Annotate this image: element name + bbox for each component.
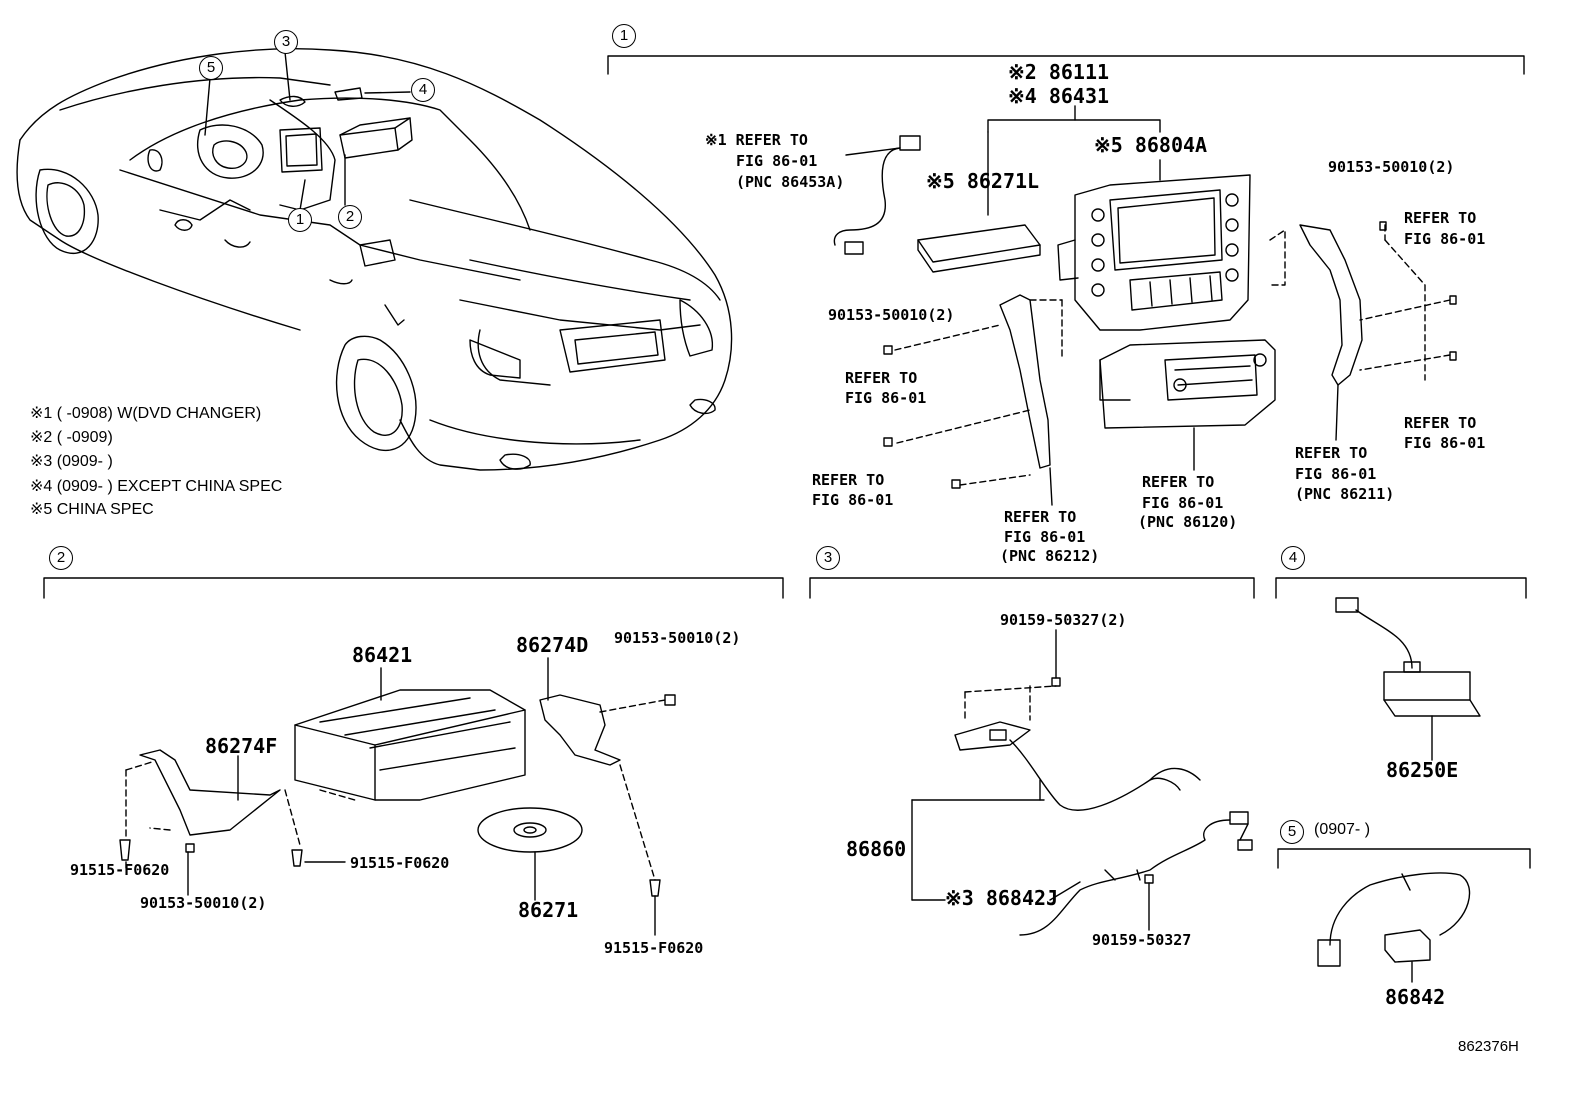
- part-86271: 86271: [518, 898, 579, 922]
- ref-lower-left-line1: REFER TO: [812, 471, 885, 489]
- ref-left-line1: REFER TO: [845, 369, 918, 387]
- ref-86212-line2: FIG 86-01: [1004, 528, 1086, 546]
- part-86860: 86860: [846, 837, 907, 861]
- ref-86211-line1: REFER TO: [1295, 444, 1368, 462]
- section4-number: 4: [1281, 546, 1305, 570]
- ref-top-right-line2: FIG 86-01: [1404, 230, 1486, 248]
- section3-number: 3: [816, 546, 840, 570]
- part-86842J: ※3 86842J: [945, 886, 1059, 910]
- screw-label-s2-center: 91515-F0620: [350, 854, 450, 872]
- ref-86120-line3: (PNC 86120): [1138, 513, 1238, 531]
- ref-86212-line1: REFER TO: [1004, 508, 1077, 526]
- car-callout-1: 1: [288, 208, 312, 232]
- ref-86211-line3: (PNC 86211): [1295, 485, 1395, 503]
- drawing-id: 862376H: [1458, 1038, 1519, 1055]
- note-1: ※1 ( -0908) W(DVD CHANGER): [30, 405, 262, 422]
- screw-label-s2-left: 91515-F0620: [70, 861, 170, 879]
- bolt-label-top-right: 90153-50010(2): [1328, 158, 1455, 176]
- section2-art: [119, 657, 676, 936]
- car-callout-5: 5: [199, 56, 223, 80]
- section5-number: 5: [1280, 820, 1304, 844]
- bolt-label-s3-top: 90159-50327(2): [1000, 611, 1127, 629]
- section5-art: [1317, 872, 1471, 983]
- bolt-label-s3-bottom: 90159-50327: [1092, 931, 1192, 949]
- car-callout-3: 3: [274, 30, 298, 54]
- car-callout-4: 4: [411, 78, 435, 102]
- bolt-label-s2-top-right: 90153-50010(2): [614, 629, 741, 647]
- screw-label-s2-right: 91515-F0620: [604, 939, 704, 957]
- ref-cable-line3: (PNC 86453A): [736, 173, 845, 191]
- section-brackets: [43, 55, 1531, 869]
- car-callout-leaders: [204, 51, 411, 211]
- note-5: ※5 CHINA SPEC: [30, 501, 154, 518]
- section1-bolts: [883, 221, 1457, 489]
- ref-cable-line2: FIG 86-01: [736, 152, 818, 170]
- section4-art: [1335, 597, 1481, 761]
- part-86250E: 86250E: [1386, 758, 1459, 782]
- part-86271L: ※5 86271L: [926, 169, 1040, 193]
- part-86431: ※4 86431: [1008, 84, 1110, 108]
- section2-number: 2: [49, 546, 73, 570]
- section3-art: [911, 629, 1253, 936]
- part-86274F: 86274F: [205, 734, 278, 758]
- ref-right2-line2: FIG 86-01: [1404, 434, 1486, 452]
- section1-art: [833, 105, 1457, 506]
- note-4: ※4 (0909- ) EXCEPT CHINA SPEC: [30, 478, 283, 495]
- part-86111: ※2 86111: [1008, 60, 1110, 84]
- ref-86211-line2: FIG 86-01: [1295, 465, 1377, 483]
- ref-86120-line2: FIG 86-01: [1142, 494, 1224, 512]
- ref-top-right-line1: REFER TO: [1404, 209, 1477, 227]
- car-callout-2: 2: [338, 205, 362, 229]
- ref-left-line2: FIG 86-01: [845, 389, 927, 407]
- part-86421: 86421: [352, 643, 413, 667]
- ref-right2-line1: REFER TO: [1404, 414, 1477, 432]
- section1-number: 1: [612, 24, 636, 48]
- bolt-label-s2-bottom: 90153-50010(2): [140, 894, 267, 912]
- ref-86212-line3: (PNC 86212): [1000, 547, 1100, 565]
- part-86804A: ※5 86804A: [1094, 133, 1208, 157]
- part-86274D: 86274D: [516, 633, 589, 657]
- ref-lower-left-line2: FIG 86-01: [812, 491, 894, 509]
- note-2: ※2 ( -0909): [30, 429, 113, 446]
- bolt-label-left: 90153-50010(2): [828, 306, 955, 324]
- ref-86120-line1: REFER TO: [1142, 473, 1215, 491]
- part-86842: 86842: [1385, 985, 1446, 1009]
- section5-date-range: (0907- ): [1314, 821, 1371, 838]
- car-illustration: [16, 48, 733, 471]
- note-3: ※3 (0909- ): [30, 453, 113, 470]
- ref-cable-line1: ※1 REFER TO: [705, 131, 808, 149]
